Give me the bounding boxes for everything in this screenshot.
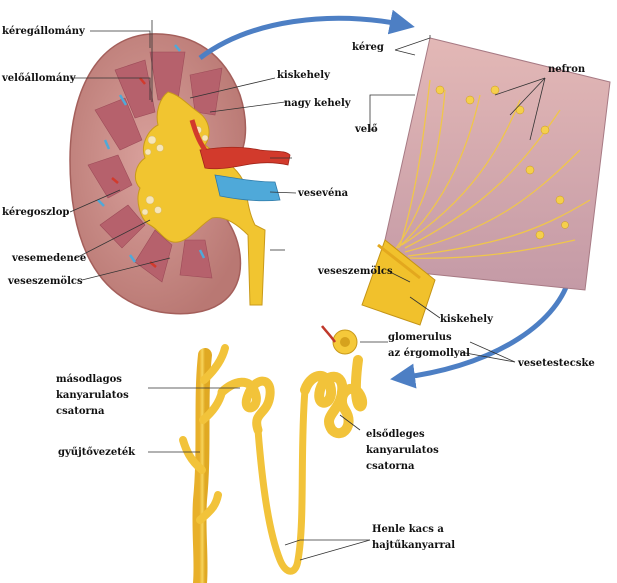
renal-vein [214, 174, 281, 202]
label-keregallomany: kéregállomány [2, 26, 86, 37]
label-kiskehely-top: kiskehely [277, 70, 331, 81]
label-vesevena: vesevéna [297, 188, 349, 199]
label-vesetestecske: vesetestecske [517, 358, 595, 369]
label-glomerulus-2: az érgomollyal [388, 348, 470, 359]
renal-pelvis [134, 91, 266, 306]
papilla-calyx [361, 239, 436, 326]
label-veloallomany: velőállomány [1, 73, 77, 84]
label-vesemedence: vesemedence [11, 253, 86, 264]
wedge-tubules [394, 79, 591, 259]
label-veseszemolcs-left: veseszemölcs [7, 276, 83, 287]
label-elsodleges-2: kanyarulatos [366, 445, 439, 456]
medullary-pyramids [87, 51, 223, 283]
label-glomerulus-1: glomerulus [388, 332, 452, 343]
renal-artery [199, 146, 291, 170]
label-elsodleges-1: elsődleges [366, 429, 425, 440]
leader-lines [69, 20, 546, 561]
henle-loop [254, 386, 309, 575]
label-henle-2: hajtűkanyarral [372, 540, 455, 551]
label-nagy-kehely: nagy kehely [284, 98, 352, 109]
label-nefron: nefron [548, 64, 586, 75]
pyramid-wedge [361, 37, 611, 326]
zoom-arrow-top [198, 9, 415, 60]
label-gyujtovezetek: gyűjtővezeték [58, 447, 136, 458]
label-elsodleges-3: csatorna [366, 461, 415, 472]
distal-tubule [217, 376, 275, 435]
labels: kéregállomány velőállomány kéregoszlop v… [1, 26, 595, 551]
proximal-tubule [300, 355, 368, 439]
label-keregoszlop: kéregoszlop [2, 207, 69, 218]
label-masodlagos-2: kanyarulatos [56, 390, 129, 401]
label-henle-1: Henle kacs a [372, 524, 444, 535]
nephron-detail [179, 325, 368, 583]
label-masodlagos-3: csatorna [56, 406, 105, 417]
kidney-section [69, 33, 291, 315]
label-velo: velő [354, 124, 378, 135]
label-kereg: kéreg [352, 42, 384, 53]
zoom-arrow-bottom [390, 274, 573, 389]
wedge-glomeruli [435, 85, 569, 240]
collecting-duct [192, 348, 212, 583]
label-kiskehely-right: kiskehely [440, 314, 494, 325]
label-veseszemolcs-right: veseszemölcs [317, 266, 393, 277]
sinus-fat [141, 126, 209, 216]
label-masodlagos-1: másodlagos [56, 374, 122, 385]
